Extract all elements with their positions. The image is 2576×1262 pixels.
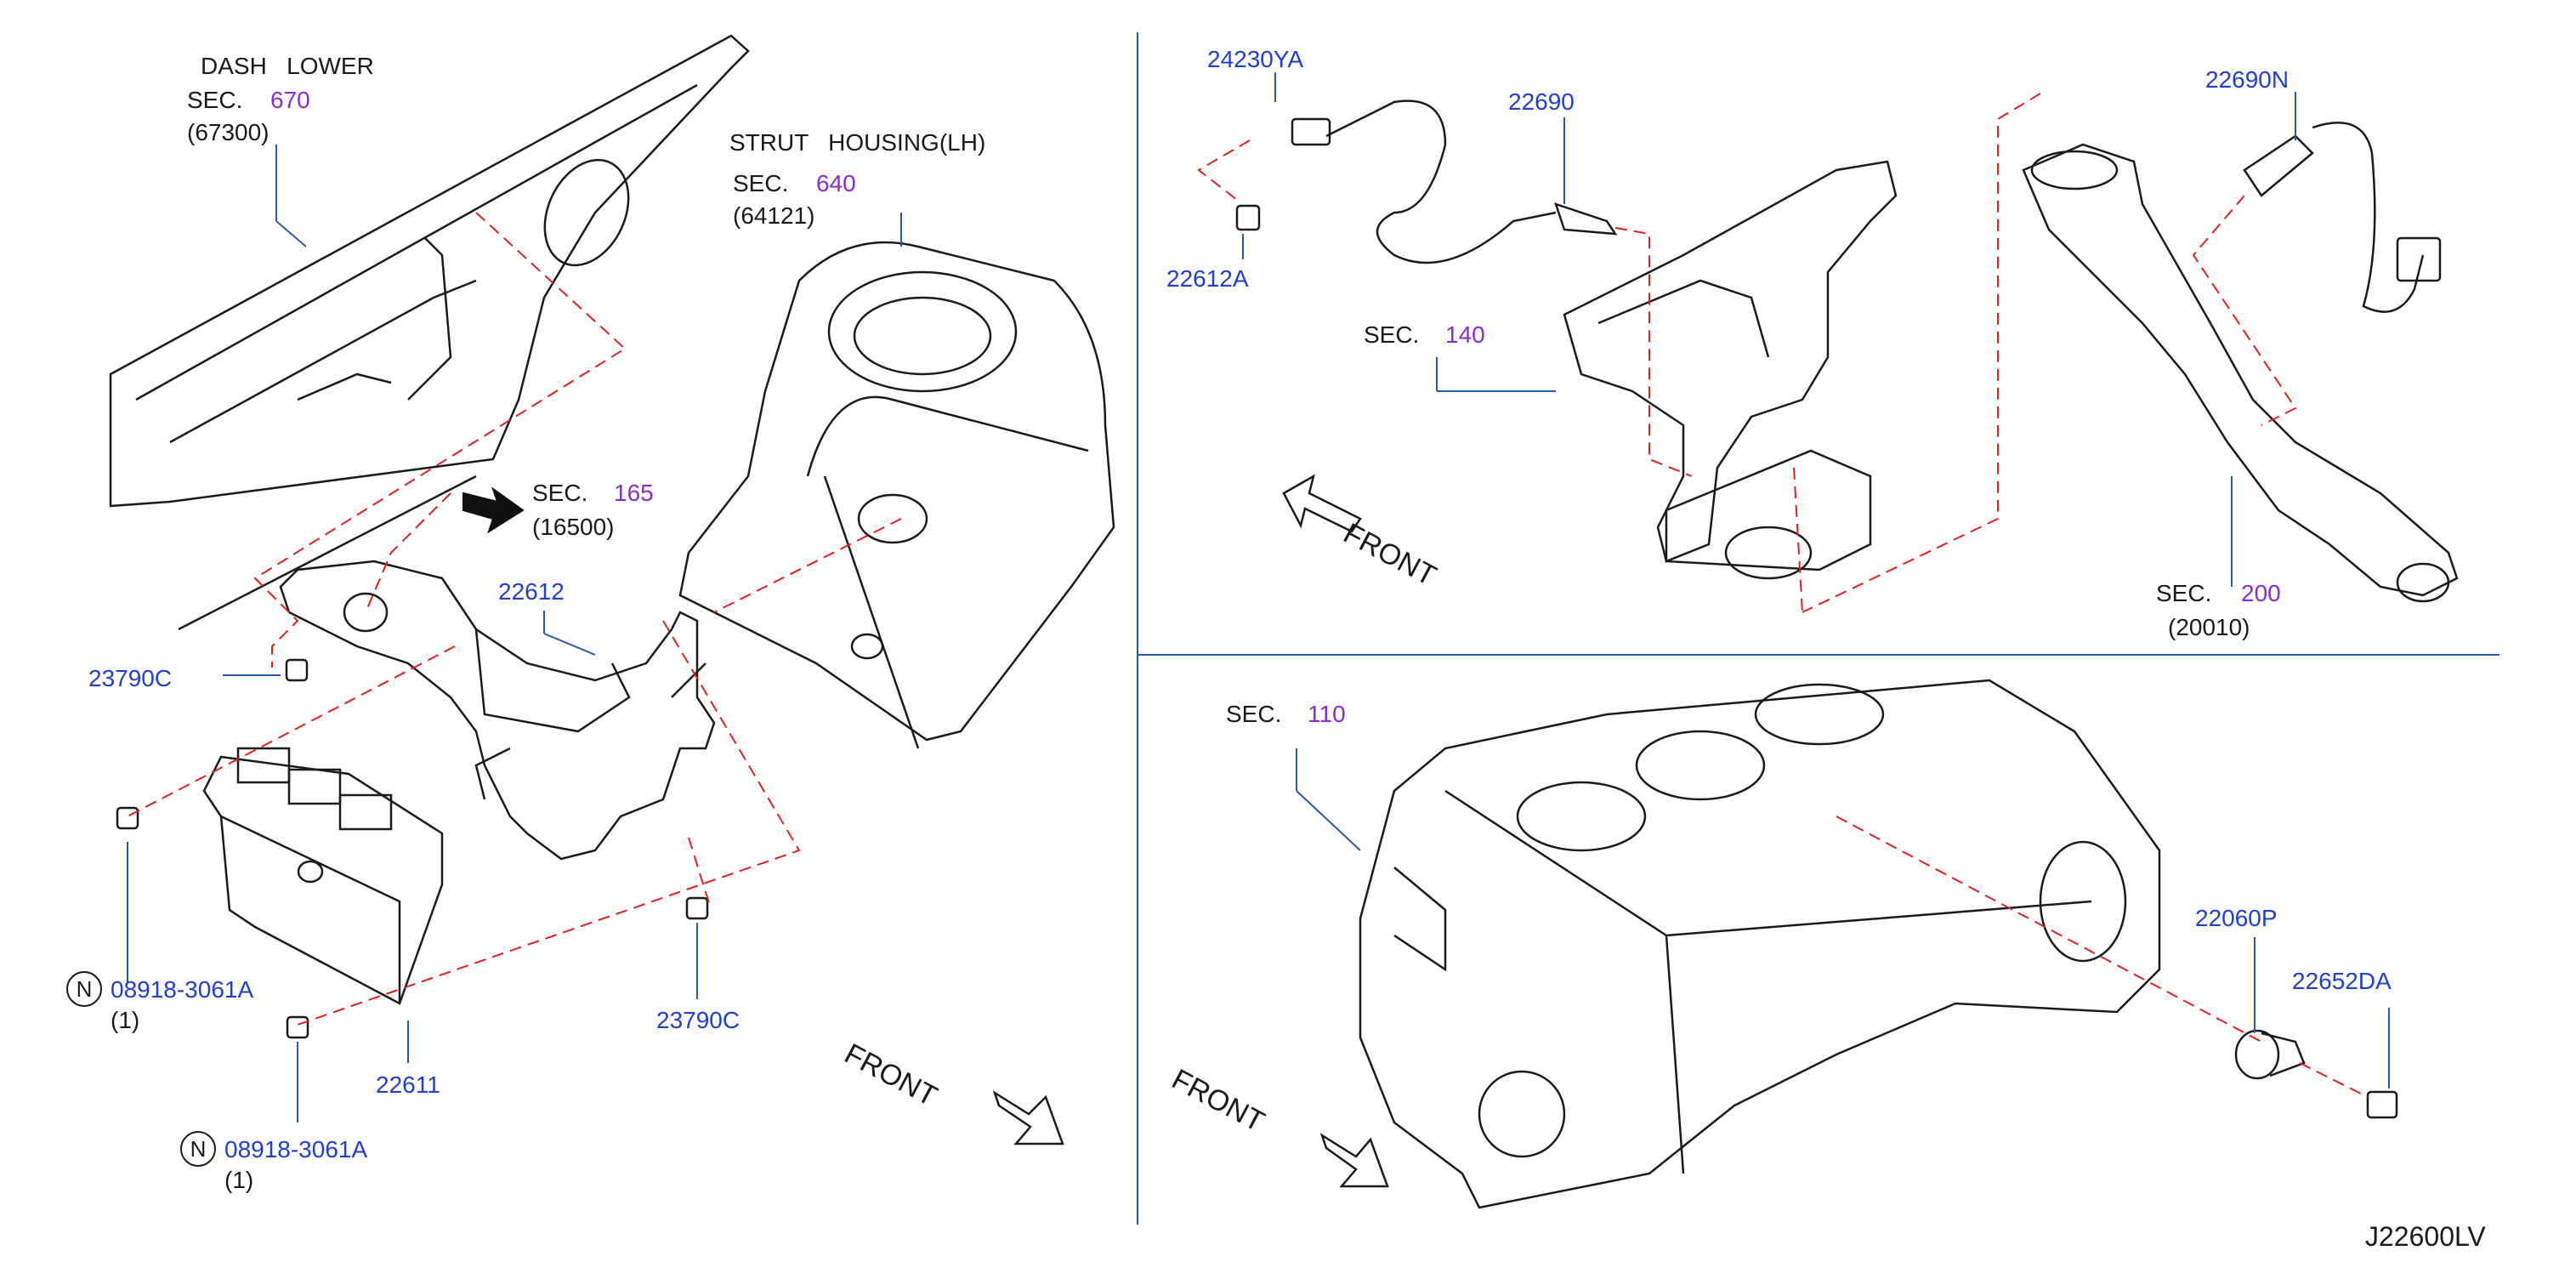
- ecm-unit-shape: [202, 747, 444, 1005]
- strut-housing-ref: (64121): [733, 202, 815, 229]
- sec-140-link[interactable]: 140: [1445, 321, 1485, 348]
- part-22612-label[interactable]: 22612: [498, 578, 565, 605]
- small-fasteners: [116, 204, 2398, 1119]
- sec-165-link[interactable]: 165: [614, 480, 654, 506]
- sec-200-ref: (20010): [2168, 614, 2250, 640]
- strut-housing-sec-link[interactable]: 640: [816, 170, 856, 196]
- dash-lower-sec-prefix: SEC.: [187, 87, 243, 113]
- exhaust-manifold-shape: [1563, 160, 1898, 580]
- sec-110-prefix: SEC.: [1226, 701, 1282, 727]
- diagram-code: J22600LV: [2365, 1221, 2486, 1252]
- panel-dividers: [1137, 32, 2499, 1225]
- part-22652da-label[interactable]: 22652DA: [2292, 968, 2392, 994]
- front-arrows: [992, 474, 1389, 1188]
- part-08918-3061a-label-upper[interactable]: 08918-3061A: [111, 976, 254, 1003]
- part-08918-3061a-qty-lower: (1): [224, 1167, 254, 1193]
- catalytic-converter-shape: [2022, 143, 2459, 603]
- strut-housing-sec-prefix: SEC.: [733, 170, 789, 196]
- nut-symbol-n-lower: N: [180, 1131, 216, 1167]
- part-22611-label[interactable]: 22611: [376, 1072, 440, 1098]
- strut-housing-shape: [678, 241, 1115, 749]
- oxygen-sensor-shapes: [1291, 99, 2442, 313]
- part-22612a-label[interactable]: 22612A: [1166, 265, 1249, 292]
- part-08918-3061a-label-lower[interactable]: 08918-3061A: [224, 1136, 368, 1163]
- sec-110-link[interactable]: 110: [1308, 701, 1346, 727]
- knock-sensor-shape: [2234, 1029, 2306, 1080]
- dash-lower-panel: [109, 34, 750, 631]
- nut-symbol-n-upper: N: [66, 971, 102, 1007]
- sec-165-prefix: SEC.: [532, 480, 588, 506]
- part-22060p-label[interactable]: 22060P: [2195, 905, 2278, 931]
- part-24230ya-label[interactable]: 24230YA: [1207, 46, 1304, 72]
- part-23790c-label-right[interactable]: 23790C: [656, 1007, 740, 1033]
- dash-lower-title: DASH LOWER: [201, 53, 374, 79]
- part-23790c-label-left[interactable]: 23790C: [88, 665, 173, 691]
- engine-block-shape: [1359, 679, 2161, 1209]
- part-08918-3061a-qty-upper: (1): [111, 1007, 140, 1033]
- sec-140-prefix: SEC.: [1364, 321, 1420, 348]
- sec-165-ref: (16500): [532, 514, 615, 540]
- part-22690n-label[interactable]: 22690N: [2205, 66, 2289, 93]
- sec-200-link[interactable]: 200: [2241, 580, 2281, 606]
- dash-lower-ref: (67300): [187, 119, 270, 145]
- dashed-leader-lines: [127, 93, 2369, 1098]
- label-leader-lines: [127, 72, 2390, 1123]
- sec-200-prefix: SEC.: [2156, 580, 2212, 606]
- strut-housing-title: STRUT HOUSING(LH): [729, 129, 986, 156]
- sec-165-arrow: [462, 486, 525, 534]
- ecm-bracket-shape: [279, 560, 716, 861]
- part-22690-label[interactable]: 22690: [1508, 88, 1575, 115]
- dash-lower-sec-link[interactable]: 670: [270, 87, 310, 113]
